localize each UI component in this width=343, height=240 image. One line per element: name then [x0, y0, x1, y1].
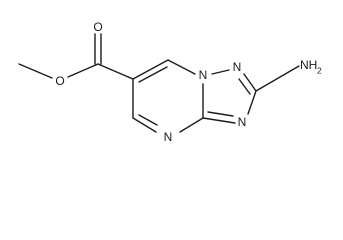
- chemical-structure: O O N N N N NH 2: [18, 20, 322, 144]
- bond-n1-n2: [211, 69, 230, 75]
- bond-ester-o-carbonyl-c: [67, 63, 99, 78]
- bond-lines: [18, 33, 300, 133]
- pyrimidine-nitrogen-label: N: [164, 130, 173, 144]
- triazole-n4-label: N: [238, 115, 247, 129]
- bond-n8-c5-double-outer: [132, 117, 157, 133]
- bond-n8-c5-double-inner: [138, 114, 158, 126]
- bond-c-amino-nh2: [255, 65, 300, 92]
- atom-labels: O O N N N N NH 2: [55, 20, 322, 144]
- structure-canvas: O O N N N N NH 2: [18, 20, 322, 145]
- amino-group-label: NH: [300, 58, 317, 72]
- bond-c-amino-n4: [247, 90, 257, 115]
- bridgehead-nitrogen-label: N: [199, 68, 208, 82]
- ester-oxygen-label: O: [55, 74, 64, 88]
- bond-n2-c-amino-inner: [238, 78, 251, 95]
- bond-c8a-n8: [179, 117, 204, 133]
- amino-subscript-label: 2: [317, 65, 322, 75]
- bond-c7-n1: [167, 59, 196, 75]
- bond-methyl-ester-o: [18, 63, 53, 79]
- bond-carbonyl-c-ring: [97, 63, 134, 80]
- bond-c6-c7-double-inner: [138, 66, 168, 83]
- bond-n2-c-amino-outer: [243, 73, 257, 92]
- bond-n4-c8a-inner: [207, 111, 234, 117]
- bond-c6-c7-double-outer: [132, 59, 169, 80]
- bond-n4-c8a-outer: [202, 117, 236, 124]
- triazole-n2-label: N: [233, 60, 242, 74]
- carbonyl-oxygen-label: O: [93, 20, 102, 34]
